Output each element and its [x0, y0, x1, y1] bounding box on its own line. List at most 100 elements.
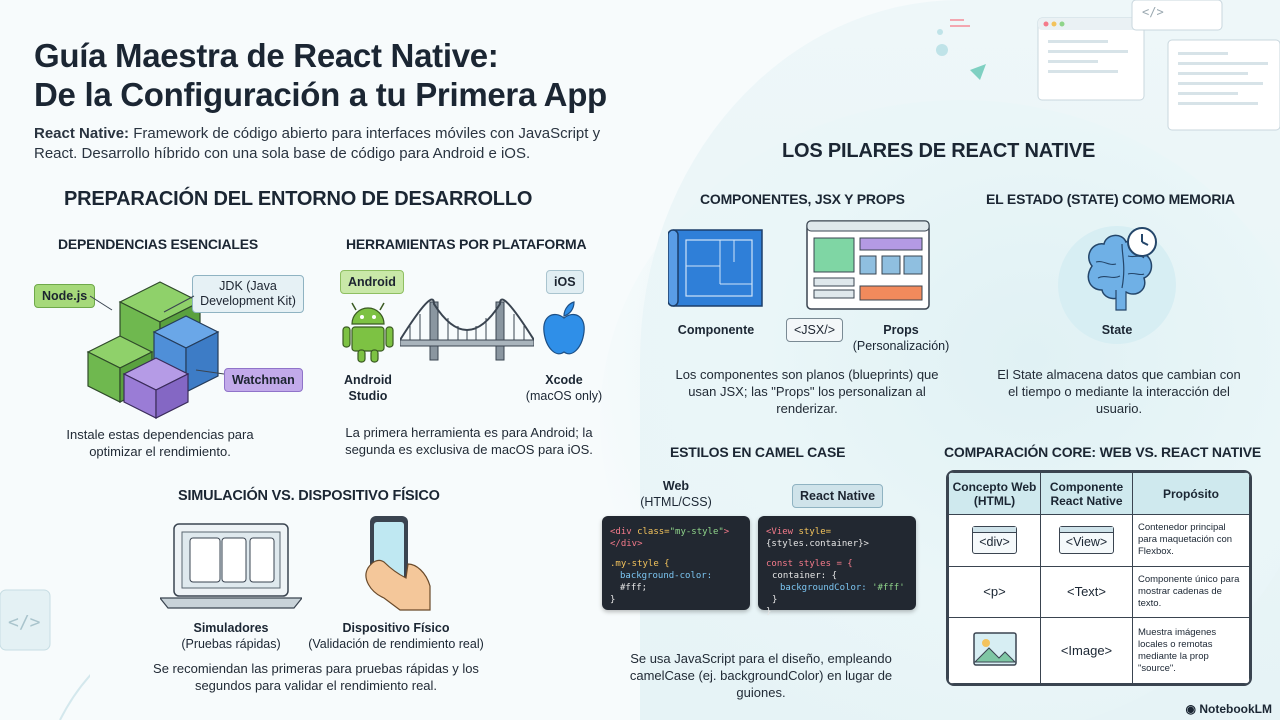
rn-code-attr: style=: [798, 527, 832, 537]
div-tag: <div>: [972, 526, 1017, 555]
styles-caption: Se usa JavaScript para el diseño, emplea…: [629, 651, 893, 700]
web-note: (HTML/CSS): [640, 495, 712, 509]
title-line-1: Guía Maestra de React Native:: [34, 37, 499, 74]
react-native-chip: React Native: [792, 484, 884, 508]
intro-term: React Native:: [34, 125, 130, 142]
table-cell-rn: <View>: [1040, 514, 1133, 567]
phone-hand-icon: [365, 516, 431, 611]
device-label: Dispositivo Físico (Validación de rendim…: [300, 620, 492, 652]
comparison-header-rn: Componente React Native: [1040, 472, 1133, 515]
comparison-heading: COMPARACIÓN CORE: WEB VS. REACT NATIVE: [944, 444, 1261, 460]
sim-heading: SIMULACIÓN VS. DISPOSITIVO FÍSICO: [178, 488, 440, 504]
brain-clock-icon: [1087, 227, 1157, 311]
table-cell-web: <p>: [948, 565, 1041, 619]
rn-code-tag: <View: [766, 527, 799, 537]
state-label: State: [1076, 322, 1158, 338]
web-code-selector: .my-style {: [610, 559, 670, 569]
state-heading: EL ESTADO (STATE) COMO MEMORIA: [986, 191, 1235, 207]
setup-heading: PREPARACIÓN DEL ENTORNO DE DESARROLLO: [64, 188, 533, 210]
device-note: (Validación de rendimiento real): [308, 637, 484, 651]
deps-heading: DEPENDENCIAS ESENCIALES: [58, 236, 258, 252]
svg-text:</>: </>: [1142, 5, 1164, 19]
styles-heading: ESTILOS EN CAMEL CASE: [670, 444, 846, 460]
blueprint-icon: [668, 229, 763, 307]
props-text: Props: [883, 323, 919, 337]
table-cell-web: <div>: [948, 514, 1041, 567]
web-code-value: #fff;: [620, 583, 648, 593]
web-code-brace: }: [610, 595, 616, 605]
table-cell-rn: <Text>: [1040, 565, 1133, 619]
component-text: Componente: [677, 323, 755, 337]
intro-text: React Native: Framework de código abiert…: [34, 124, 634, 164]
simulators-note: (Pruebas rápidas): [181, 637, 281, 651]
image-icon: [972, 632, 1017, 666]
web-code-prop: background-color:: [620, 571, 713, 581]
rn-code-brace-inner: }: [772, 595, 778, 605]
web-label: Web (HTML/CSS): [630, 478, 722, 510]
node-chip: Node.js: [34, 284, 96, 308]
web-code-line-1: <div class="my-style"></div>: [610, 526, 742, 550]
table-row: <p> <Text> Componente único para mostrar…: [948, 565, 1250, 619]
page-title: Guía Maestra de React Native: De la Conf…: [34, 36, 734, 114]
table-cell-rn: <Image>: [1040, 617, 1133, 684]
xcode-note: (macOS only): [525, 389, 603, 403]
state-text: State: [1101, 323, 1133, 337]
view-tag: <View>: [1058, 526, 1115, 555]
rn-code-brace-outer: }: [766, 607, 772, 617]
decor-code-windows-icon: </>: [936, 0, 1280, 131]
components-heading: COMPONENTES, JSX Y PROPS: [700, 191, 905, 207]
pillars-heading: LOS PILARES DE REACT NATIVE: [782, 140, 1096, 162]
watchman-chip: Watchman: [224, 368, 303, 392]
notebooklm-logo-icon: ◉: [1185, 702, 1196, 716]
connector-lines-icon: [89, 295, 224, 375]
comparison-header-row: Concepto Web (HTML) Componente React Nat…: [948, 472, 1250, 515]
web-code-close: ></div>: [610, 527, 730, 549]
web-text: Web: [662, 479, 690, 493]
intro-description: Framework de código abierto para interfa…: [34, 125, 601, 162]
xcode-label: Xcode (macOS only): [516, 372, 612, 404]
web-code-block: <div class="my-style"></div> .my-style {…: [602, 516, 750, 610]
table-cell-purpose: Componente único para mostrar cadenas de…: [1132, 565, 1250, 619]
component-label: Componente: [668, 322, 764, 338]
rn-code-container: container: {: [772, 571, 838, 581]
comparison-header-purpose: Propósito: [1132, 472, 1250, 515]
rn-code-line-1: <View style={styles.container}>: [766, 526, 908, 550]
jdk-chip: JDK (Java Development Kit): [192, 275, 304, 313]
rn-code-block: <View style={styles.container}> const st…: [758, 516, 916, 617]
simulators-label: Simuladores (Pruebas rápidas): [160, 620, 302, 652]
xcode-text: Xcode: [545, 373, 583, 387]
android-robot-icon: [342, 302, 394, 363]
rn-code-string: '#fff': [866, 583, 905, 593]
table-cell-purpose: Muestra imágenes locales o remotas media…: [1132, 617, 1250, 684]
sim-caption: Se recomiendan las primeras para pruebas…: [153, 661, 479, 693]
rn-code-line-2: const styles = {: [766, 558, 908, 570]
svg-text:</>: </>: [8, 612, 41, 633]
state-caption: El State almacena datos que cambian con …: [997, 367, 1241, 416]
jsx-chip: <JSX/>: [786, 318, 843, 342]
notebooklm-watermark: ◉ NotebookLM: [1186, 702, 1272, 716]
table-row: <div> <View> Contenedor principal para m…: [948, 514, 1250, 567]
device-text: Dispositivo Físico: [342, 621, 450, 635]
comparison-header-web: Concepto Web (HTML): [948, 472, 1041, 515]
tools-caption: La primera herramienta es para Android; …: [345, 425, 593, 457]
web-code-string: "my-style": [669, 527, 724, 537]
table-cell-web: [948, 617, 1041, 684]
android-studio-label: Android Studio: [330, 372, 406, 404]
android-chip: Android: [340, 270, 404, 294]
props-note: (Personalización): [852, 339, 950, 353]
comparison-table: Concepto Web (HTML) Componente React Nat…: [946, 470, 1252, 686]
title-line-2: De la Configuración a tu Primera App: [34, 76, 607, 113]
android-studio-text: Android Studio: [344, 373, 392, 403]
watermark-text: NotebookLM: [1199, 702, 1272, 716]
components-caption: Los componentes son planos (blueprints) …: [675, 367, 939, 416]
apple-icon: [543, 301, 585, 355]
props-window-icon: [806, 220, 930, 310]
decor-code-icon: </>: [0, 589, 90, 720]
deps-caption: Instale estas dependencias para optimiza…: [66, 427, 254, 459]
props-label: Props (Personalización): [846, 322, 956, 354]
table-cell-purpose: Contenedor principal para maquetación co…: [1132, 514, 1250, 567]
web-code-attr: class=: [637, 527, 670, 537]
web-code-line-3: background-color: #fff;: [610, 570, 742, 594]
rn-code-line-4: backgroundColor: '#fff': [766, 582, 908, 594]
tools-heading: HERRAMIENTAS POR PLATAFORMA: [346, 236, 587, 252]
